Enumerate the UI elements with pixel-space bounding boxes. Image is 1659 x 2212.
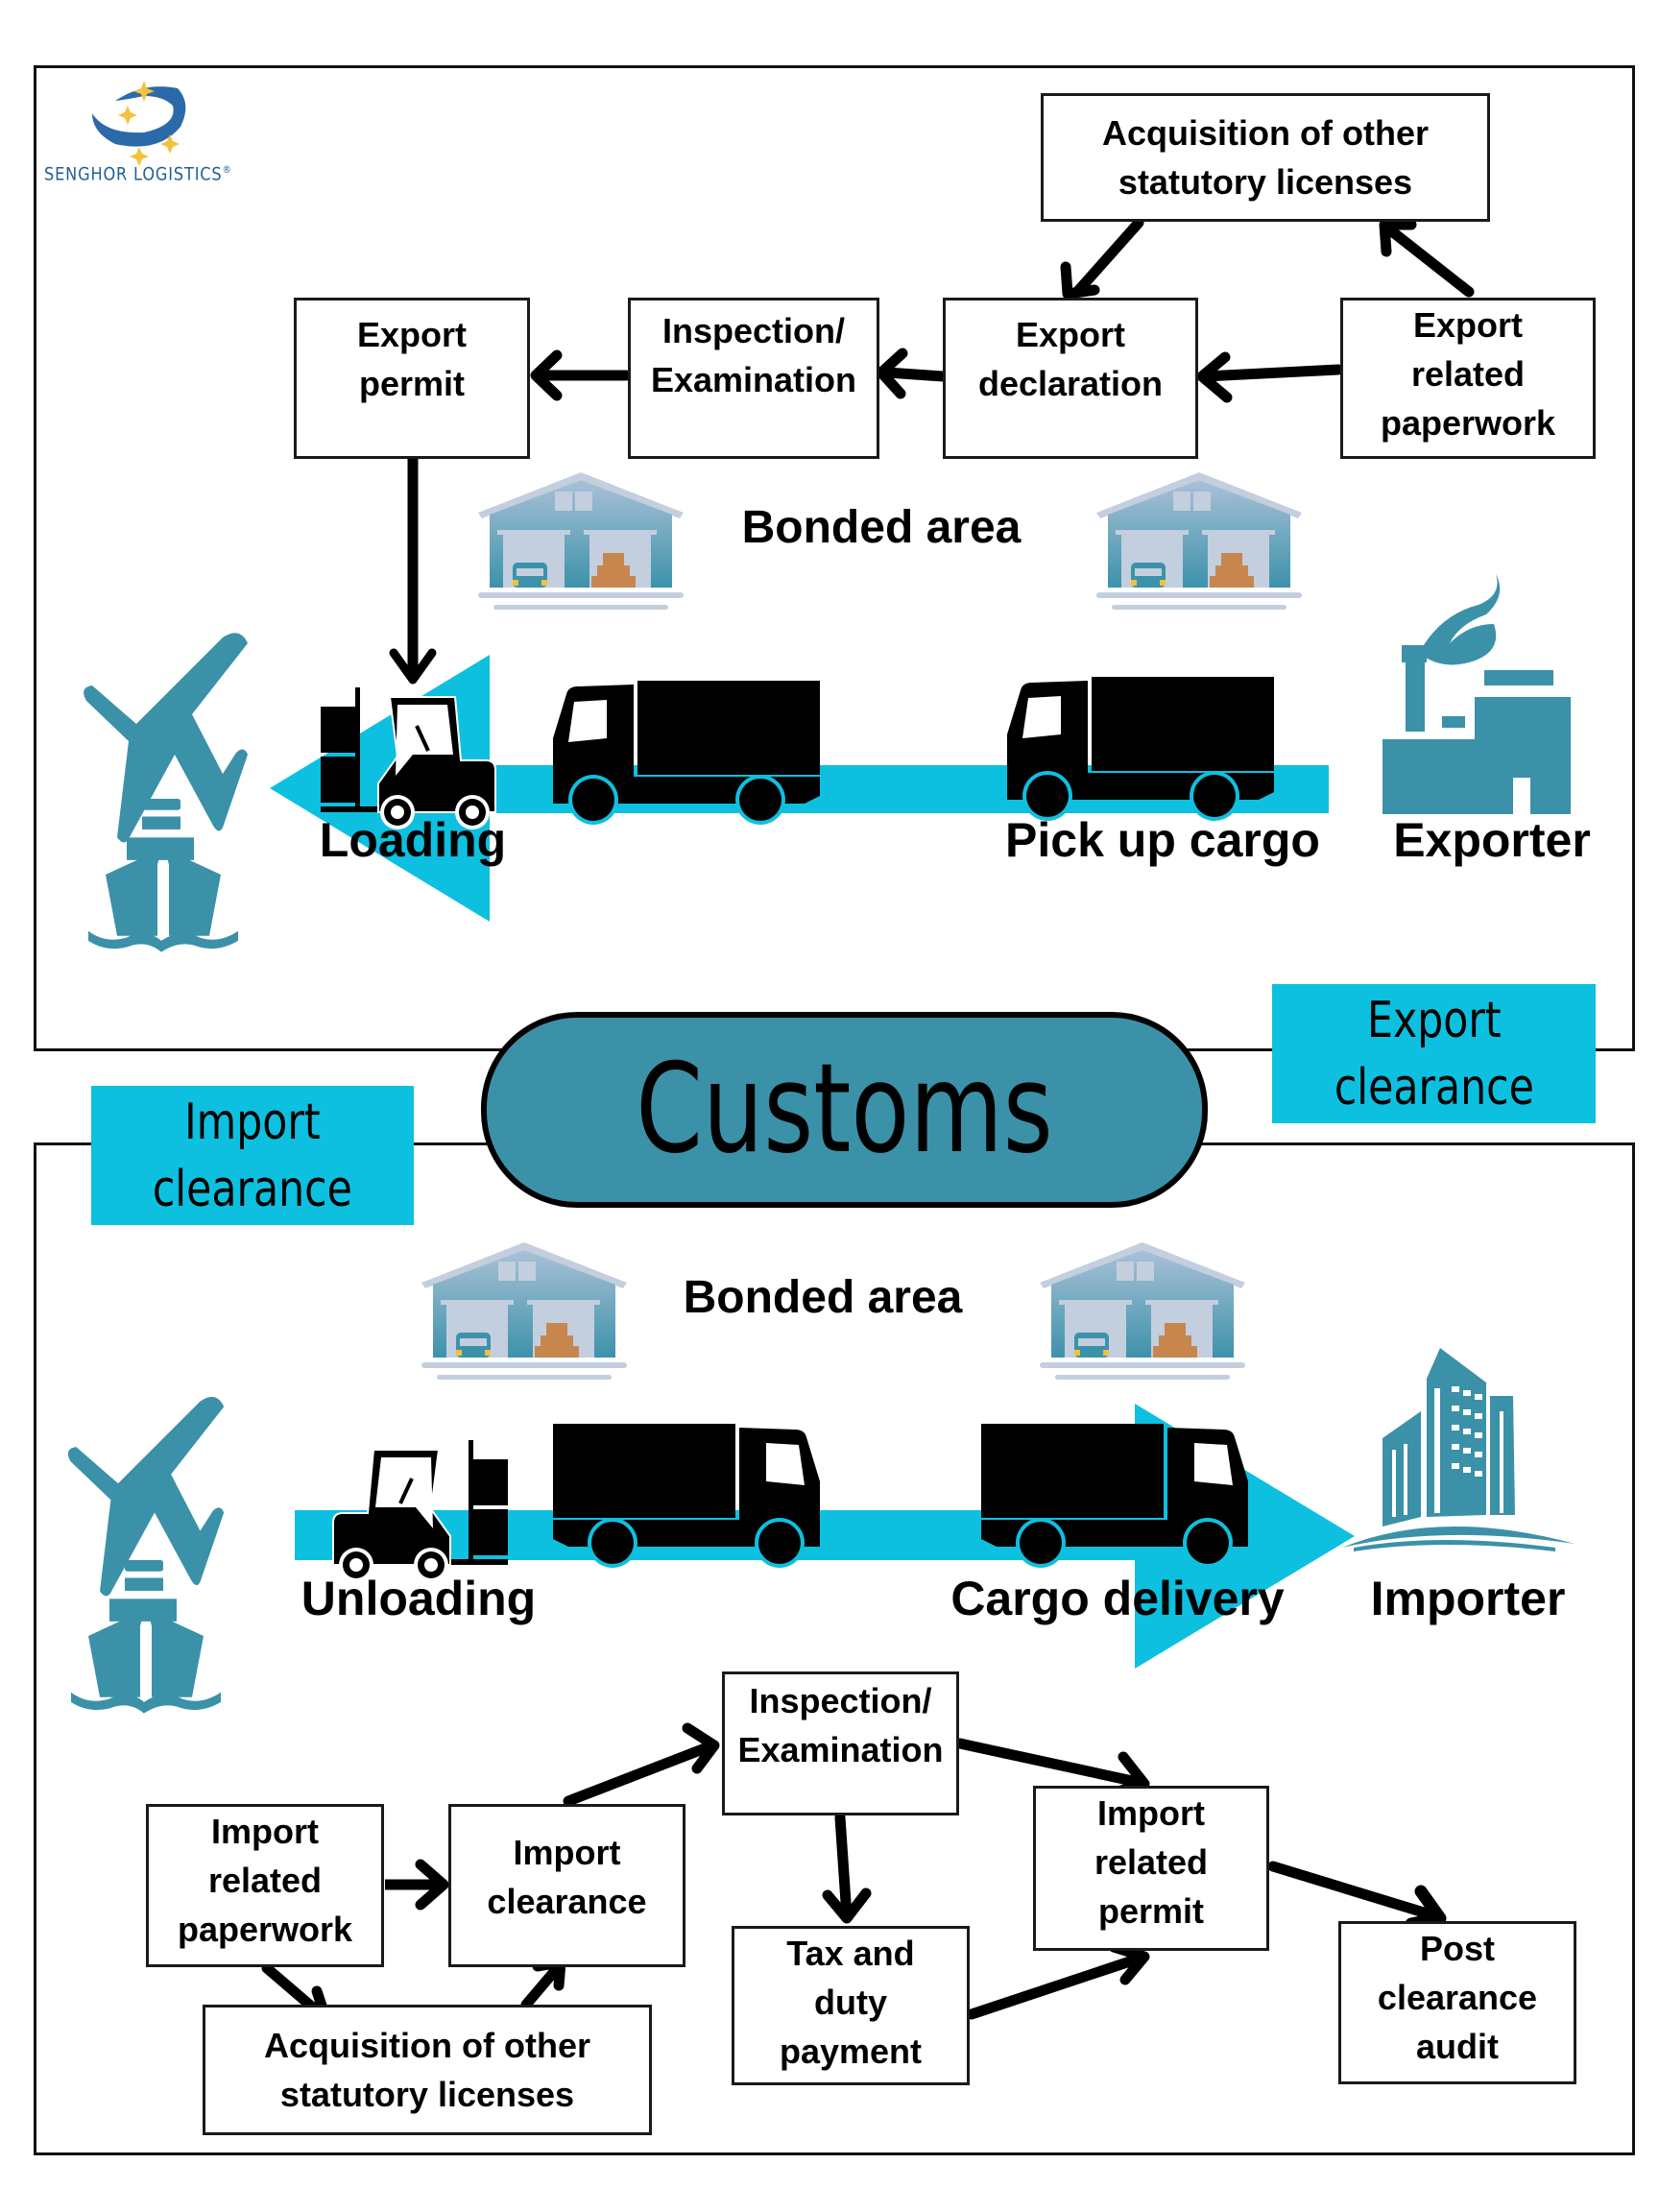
logo-text: SENGHOR LOGISTICS® [44,163,232,184]
truck-icon [553,1424,820,1568]
truck-icon [1007,677,1274,821]
import-box-inspection: Inspection/ Examination [722,1671,959,1815]
stage-label-cargo-delivery: Cargo delivery [950,1572,1285,1625]
arrow-inspection-to-permit [954,1738,1150,1797]
box-label: Import related permit [1094,1793,1209,1931]
bonded-area-label: Bonded area [741,502,1022,553]
registered-mark: ® [222,163,232,176]
stage-label-loading: Loading [319,813,507,867]
truck-icon [981,1424,1248,1568]
arrow-permit-to-loading [389,459,437,685]
box-label: Export permit [356,315,467,403]
arrow-paperwork-to-acquisition [1379,219,1475,298]
box-label: Post clearance audit [1377,1929,1538,2066]
import-clearance-tag: Import clearance [91,1086,414,1225]
truck-icon [553,681,820,825]
arrow-tax-to-permit [966,1941,1150,2020]
factory-icon [1382,574,1571,814]
warehouse-icon [1040,1242,1245,1380]
arrow-declaration-to-inspection [876,348,949,399]
logo-name: SENGHOR LOGISTICS [44,163,223,185]
stage-label-pick-up-cargo: Pick up cargo [1005,813,1320,867]
warehouse-icon [421,1242,627,1380]
import-box-audit: Post clearance audit [1338,1921,1576,2084]
import-box-tax: Tax and duty payment [732,1926,970,2085]
export-clearance-tag: Export clearance [1272,984,1596,1123]
stage-label-unloading: Unloading [301,1572,537,1625]
box-label: Acquisition of other statutory licenses [264,2026,590,2114]
import-box-permit: Import related permit [1033,1786,1269,1951]
box-label: Acquisition of other statutory licenses [1102,113,1429,202]
tag-text: Import clearance [152,1093,353,1218]
export-box-paperwork: Export related paperwork [1340,298,1596,459]
box-label: Tax and duty payment [779,1934,923,2071]
import-box-acquisition: Acquisition of other statutory licenses [203,2005,652,2135]
box-label: Export declaration [977,315,1164,403]
warehouse-icon [478,472,684,610]
customs-title: Customs [636,1038,1053,1181]
arrow-paperwork-to-declaration [1196,351,1344,403]
airplane-icon [84,633,248,843]
box-label: Inspection/ Examination [650,311,857,399]
box-label: Import related paperwork [177,1812,353,1949]
stage-label-exporter: Exporter [1393,813,1591,867]
arrow-inspection-to-permit [530,349,632,401]
office-building-icon [1342,1348,1575,1551]
box-label: Inspection/ Examination [737,1681,944,1769]
import-box-paperwork: Import related paperwork [146,1804,384,1967]
box-label: Import clearance [487,1833,647,1921]
tag-text: Export clearance [1334,991,1534,1117]
arrow-permit-to-audit [1267,1861,1447,1931]
arrow-acquisition-to-declaration [1060,217,1144,300]
arrow-paperwork-to-clearance [385,1859,449,1911]
export-box-inspection: Inspection/ Examination [628,298,879,459]
export-box-permit: Export permit [294,298,530,459]
warehouse-icon [1096,472,1302,610]
arrow-acquisition-to-clearance [520,1957,566,2010]
box-label: Export related paperwork [1380,305,1556,443]
customs-pill: Customs [481,1012,1208,1208]
export-box-acquisition: Acquisition of other statutory licenses [1041,93,1490,222]
import-box-clearance: Import clearance [448,1804,685,1967]
arrow-inspection-to-tax [822,1812,872,1924]
bonded-area-label: Bonded area [683,1272,963,1323]
senghor-logo-icon [92,81,186,166]
arrow-clearance-to-inspection [563,1722,720,1807]
export-box-declaration: Export declaration [943,298,1198,459]
stage-label-importer: Importer [1370,1572,1566,1625]
